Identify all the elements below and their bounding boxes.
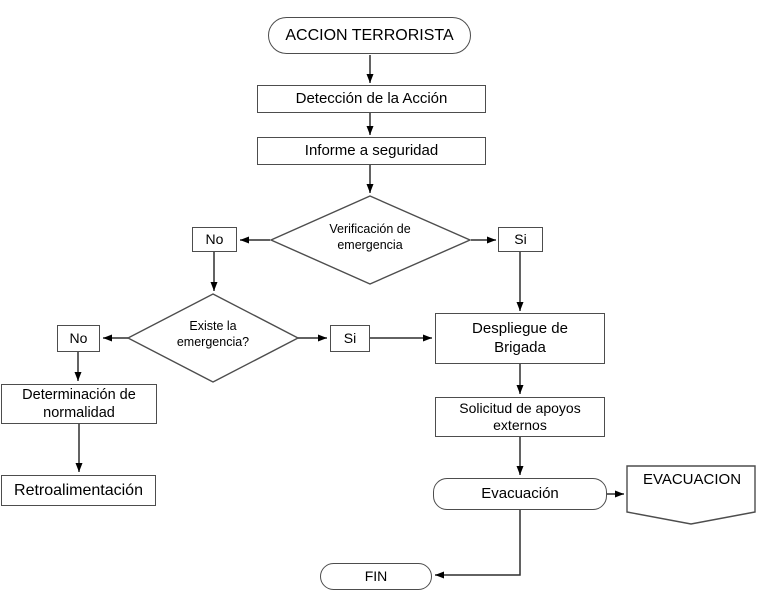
decision-existe-shape: [126, 293, 300, 383]
offpage-evacuacion-label: EVACUACION: [642, 471, 742, 489]
edge-evacuacion-fin: [435, 510, 521, 579]
branch-label-no-1: No: [192, 227, 237, 252]
branch-label-no-2: No: [57, 325, 100, 352]
process-informe-seguridad: Informe a seguridad: [257, 137, 486, 165]
process-determinacion-normalidad: Determinación de normalidad: [1, 384, 157, 424]
branch-label-si-2: Si: [330, 325, 370, 352]
decision-existe-label: Existe la emergencia?: [176, 319, 250, 350]
offpage-evacuacion-shape: [626, 465, 756, 525]
terminator-fin: FIN: [320, 563, 432, 590]
process-evacuacion: Evacuación: [433, 478, 607, 510]
decision-verificacion-shape: [269, 195, 472, 285]
process-retroalimentacion: Retroalimentación: [1, 475, 156, 506]
terminator-accion-terrorista: ACCION TERRORISTA: [268, 17, 471, 54]
branch-label-si-1: Si: [498, 227, 543, 252]
decision-verificacion-label: Verificación de emergencia: [329, 222, 411, 253]
process-solicitud-apoyos: Solicitud de apoyos externos: [435, 397, 605, 437]
process-despliegue-brigada: Despliegue de Brigada: [435, 313, 605, 364]
process-deteccion-accion: Detección de la Acción: [257, 85, 486, 113]
